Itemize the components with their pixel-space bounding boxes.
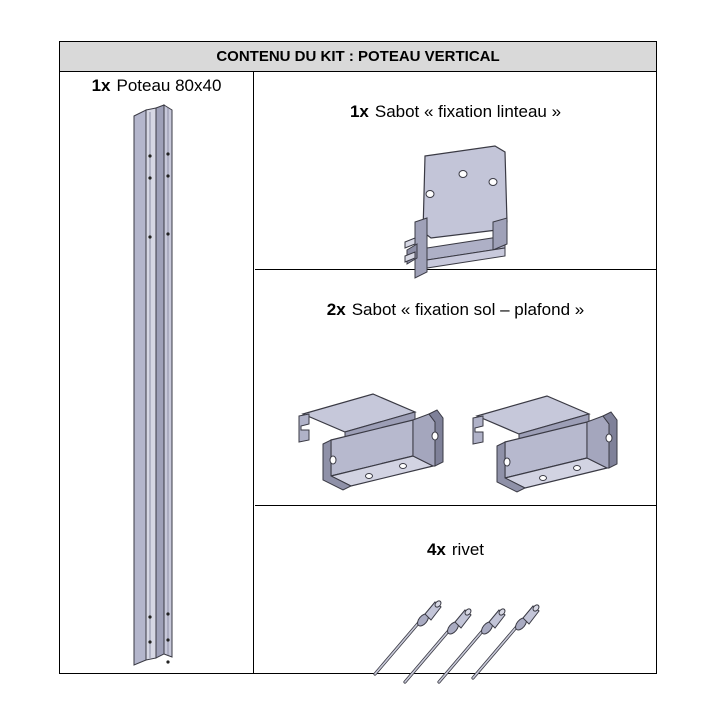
item-qty: 4x: [426, 540, 446, 559]
sabot-sol-plafond-image: [298, 393, 618, 493]
cell-rivet: 4x rivet: [255, 506, 656, 684]
rivet-image: [373, 598, 542, 684]
item-name: Sabot « fixation linteau »: [374, 102, 562, 121]
cell-sabot-linteau: 1x Sabot « fixation linteau »: [255, 72, 656, 279]
table-header: CONTENU DU KIT : POTEAU VERTICAL: [60, 42, 656, 72]
rivet-2: [403, 606, 474, 684]
cell-poteau: 1x Poteau 80x40: [60, 72, 254, 673]
item-name: Sabot « fixation sol – plafond »: [351, 300, 585, 319]
poteau-image: [133, 104, 173, 666]
item-label-sabot-linteau: 1x Sabot « fixation linteau »: [255, 102, 656, 122]
item-qty: 1x: [91, 76, 111, 95]
cell-sabot-sol-plafond: 2x Sabot « fixation sol – plafond »: [255, 270, 656, 506]
item-label-sabot-sol-plafond: 2x Sabot « fixation sol – plafond »: [255, 300, 656, 320]
kit-contents-table: CONTENU DU KIT : POTEAU VERTICAL 1x Potea…: [59, 41, 657, 684]
item-name: Poteau 80x40: [116, 76, 222, 95]
rivet-3: [437, 606, 508, 684]
rivet-4: [471, 602, 542, 680]
header-title: CONTENU DU KIT : POTEAU VERTICAL: [216, 48, 500, 65]
sabot-linteau-image: [404, 145, 508, 279]
item-name: rivet: [451, 540, 485, 559]
item-label-poteau: 1x Poteau 80x40: [60, 76, 253, 96]
rivet-1: [373, 598, 444, 676]
item-label-rivet: 4x rivet: [255, 540, 656, 560]
item-qty: 2x: [326, 300, 346, 319]
item-qty: 1x: [349, 102, 369, 121]
